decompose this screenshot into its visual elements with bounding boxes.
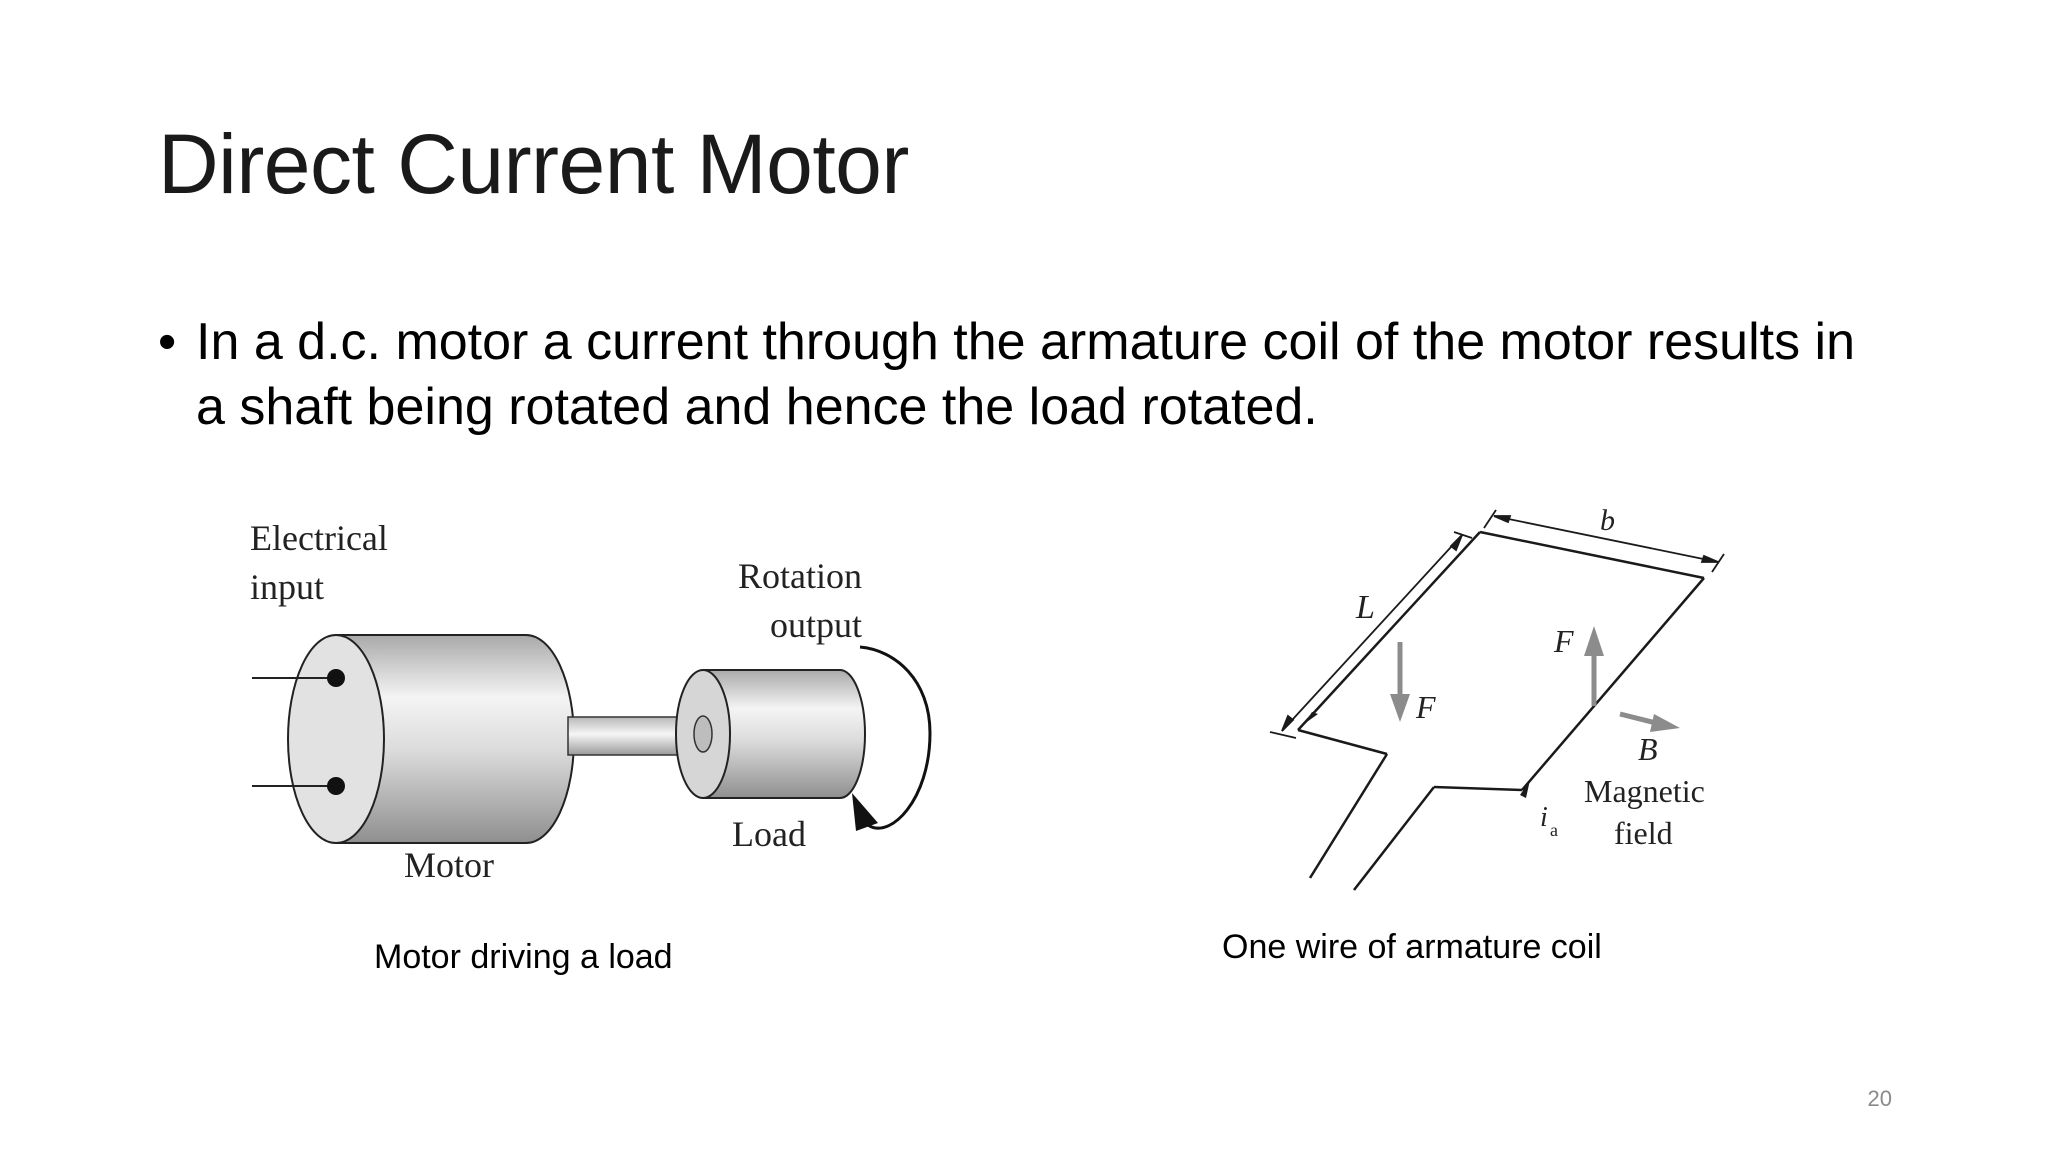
motor-body (287, 634, 575, 844)
current-arrow (1304, 712, 1530, 798)
magnetic-field-arrow (1619, 711, 1680, 732)
force-arrow-down (1390, 642, 1410, 722)
rotation-arrow (852, 645, 932, 831)
label-magnetic-line2: field (1614, 815, 1673, 851)
dimension-b (1483, 509, 1725, 573)
caption-motor-driving-load: Motor driving a load (374, 938, 673, 976)
slide-title: Direct Current Motor (158, 117, 909, 211)
electrical-input-terminals (252, 669, 345, 795)
label-load: Load (732, 814, 806, 854)
label-electrical-input-line1: Electrical (250, 518, 388, 558)
label-electrical-input-line2: input (250, 567, 324, 607)
label-motor: Motor (404, 845, 494, 885)
motor-diagram: Electrical input Rotation output Load Mo… (250, 518, 932, 885)
label-rotation-output-line2: output (770, 605, 862, 645)
label-rotation-output-line1: Rotation (738, 556, 862, 596)
bullet-list: • In a d.c. motor a current through the … (158, 310, 1858, 440)
label-f-down: F (1415, 689, 1436, 725)
label-magnetic-line1: Magnetic (1584, 773, 1705, 809)
force-arrow-up (1584, 626, 1604, 706)
bullet-text: In a d.c. motor a current through the ar… (196, 313, 1855, 436)
bullet-item: • In a d.c. motor a current through the … (158, 310, 1858, 440)
label-l: L (1355, 589, 1375, 626)
label-b-field: B (1638, 731, 1658, 767)
slide-number: 20 (1867, 1086, 1892, 1111)
armature-coil-wire (1297, 530, 1705, 891)
label-f-up: F (1553, 623, 1574, 659)
label-current-ia: i (1540, 802, 1548, 833)
dimension-l (1269, 531, 1473, 739)
load-cylinder (675, 669, 866, 799)
label-b: b (1600, 504, 1615, 537)
armature-coil-diagram: b L F F B Magnetic field i a (1269, 504, 1725, 891)
label-current-ia-subscript: a (1550, 820, 1558, 840)
bullet-marker: • (158, 313, 177, 371)
caption-armature-coil: One wire of armature coil (1222, 928, 1602, 966)
